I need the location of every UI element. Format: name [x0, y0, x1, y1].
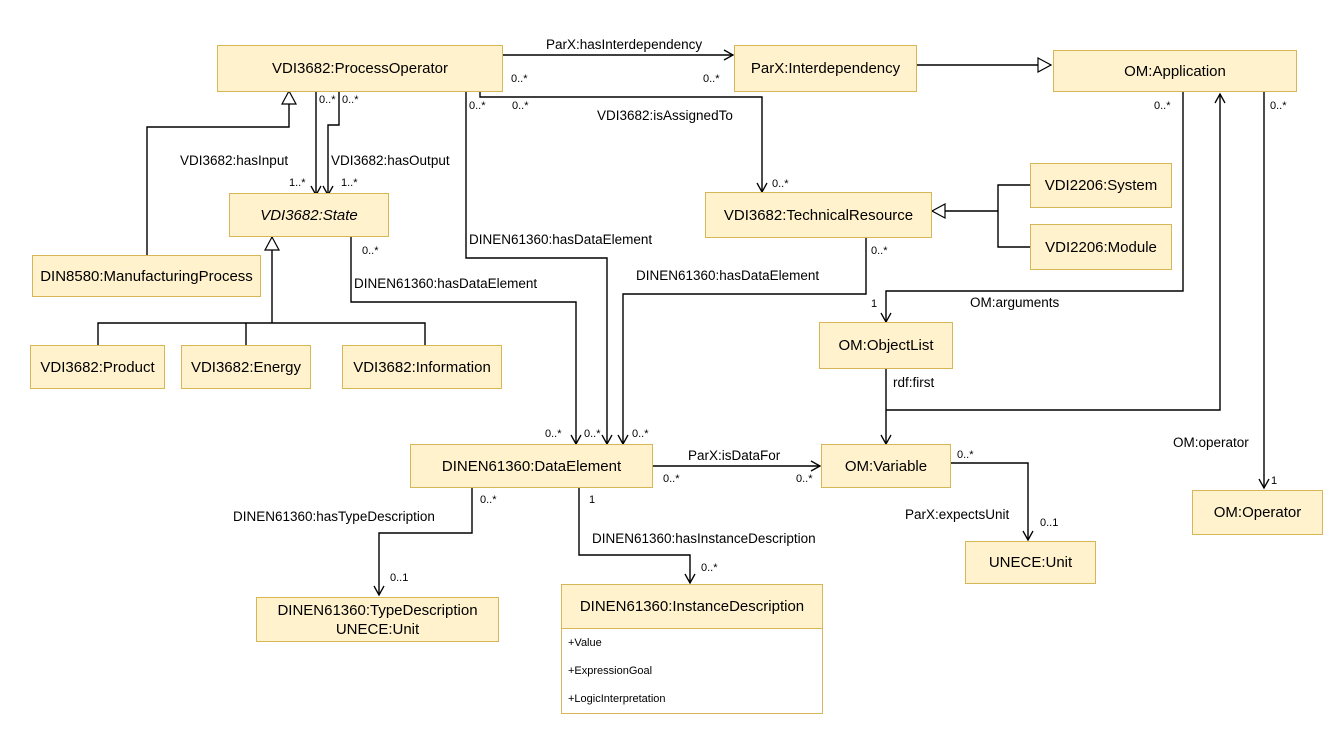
- mult-app-operator-src: 0..*: [1270, 100, 1287, 112]
- mult-po-input-src: 0..*: [319, 94, 336, 106]
- mult-data-in-3: 0..*: [632, 428, 649, 440]
- node-module[interactable]: VDI2206:Module: [1030, 224, 1172, 270]
- node-variable[interactable]: OM:Variable: [821, 444, 951, 488]
- node-operator[interactable]: OM:Operator: [1192, 490, 1323, 535]
- edge-po-has-data-element: [465, 92, 613, 446]
- mult-isdatafor-dst: 0..*: [796, 473, 813, 485]
- node-product-label: VDI3682:Product: [40, 358, 155, 376]
- attribute-expression-goal: +ExpressionGoal: [568, 665, 653, 677]
- node-type-description[interactable]: DINEN61360:TypeDescription UNECE:Unit: [256, 597, 499, 642]
- mult-state-data-src: 0..*: [362, 245, 379, 257]
- mult-app-args-src: 0..*: [1154, 100, 1171, 112]
- attribute-value: +Value: [568, 637, 602, 649]
- label-rdf-first: rdf:first: [893, 375, 935, 390]
- label-is-assigned-to: VDI3682:isAssignedTo: [597, 108, 733, 123]
- label-state-has-data-element: DINEN61360:hasDataElement: [354, 276, 538, 291]
- mult-data-in-2: 0..*: [584, 428, 601, 440]
- mult-data-in-1: 0..*: [545, 428, 562, 440]
- node-energy[interactable]: VDI3682:Energy: [181, 345, 311, 389]
- node-data-element[interactable]: DINEN61360:DataElement: [410, 444, 653, 488]
- edge-tr-subclasses-generalization: [932, 184, 1030, 248]
- node-type-description-text: DINEN61360:TypeDescription UNECE:Unit: [277, 601, 477, 639]
- mult-po-interdep-dst: 0..*: [703, 73, 720, 85]
- edge-is-assigned-to: [479, 92, 768, 194]
- node-state[interactable]: VDI3682:State: [229, 193, 389, 237]
- node-interdependency-label: ParX:Interdependency: [750, 60, 901, 77]
- node-data-element-label: DINEN61360:DataElement: [441, 457, 622, 475]
- node-instance-description-label: DINEN61360:InstanceDescription: [579, 598, 805, 615]
- node-variable-label: OM:Variable: [844, 457, 928, 475]
- mult-po-interdep-src: 0..*: [511, 73, 528, 85]
- label-expects-unit: ParX:expectsUnit: [905, 507, 1010, 522]
- node-unece-unit[interactable]: UNECE:Unit: [965, 541, 1096, 584]
- edge-state-subclasses-generalization: [97, 237, 426, 345]
- mult-po-data-src: 0..*: [469, 100, 486, 112]
- mult-output-dst: 1..*: [341, 177, 358, 189]
- label-arguments: OM:arguments: [970, 295, 1060, 310]
- node-system[interactable]: VDI2206:System: [1030, 163, 1172, 208]
- label-om-operator: OM:operator: [1173, 435, 1249, 450]
- mult-variable-unit-src: 0..*: [957, 449, 974, 461]
- attribute-logic-interpretation: +LogicInterpretation: [568, 693, 666, 705]
- mult-isdatafor-src: 0..*: [663, 473, 680, 485]
- mult-po-output-src: 0..*: [342, 94, 359, 106]
- mult-tr-data-src: 0..*: [871, 245, 888, 257]
- edge-expects-unit: [951, 462, 1034, 542]
- label-po-has-data-element: DINEN61360:hasDataElement: [469, 232, 653, 247]
- node-instance-description-header: DINEN61360:InstanceDescription: [562, 585, 822, 629]
- node-instance-description[interactable]: DINEN61360:InstanceDescription +Value +E…: [561, 584, 823, 714]
- node-module-label: VDI2206:Module: [1045, 238, 1157, 256]
- node-type-description-unit-label: UNECE:Unit: [335, 620, 420, 638]
- mult-inst-desc-dst: 0..*: [701, 562, 718, 574]
- mult-args-dst: 1: [871, 298, 878, 310]
- label-has-output: VDI3682:hasOutput: [331, 153, 450, 168]
- node-information-label: VDI3682:Information: [353, 358, 491, 376]
- node-process-operator-label: VDI3682:ProcessOperator: [272, 60, 448, 77]
- mult-type-desc-dst: 0..1: [390, 572, 409, 584]
- label-is-data-for: ParX:isDataFor: [688, 448, 781, 463]
- node-manufacturing-process-label: DIN8580:ManufacturingProcess: [40, 267, 253, 285]
- label-tr-has-data-element: DINEN61360:hasDataElement: [636, 268, 820, 283]
- edge-has-output: [322, 92, 340, 197]
- mult-type-desc-src: 0..*: [480, 494, 497, 506]
- edge-om-arguments: [880, 92, 1184, 324]
- node-type-description-label: DINEN61360:TypeDescription: [277, 601, 478, 619]
- node-information[interactable]: VDI3682:Information: [342, 345, 502, 389]
- node-unece-unit-label: UNECE:Unit: [988, 554, 1073, 571]
- edge-has-instance-description: [578, 488, 696, 585]
- edge-variable-to-application: [886, 92, 1226, 411]
- label-has-type-description: DINEN61360:hasTypeDescription: [233, 509, 435, 524]
- edge-manufacturing-process-generalization: [146, 89, 298, 255]
- mult-assigned-dst: 0..*: [772, 178, 789, 190]
- label-has-input: VDI3682:hasInput: [180, 153, 289, 168]
- node-manufacturing-process[interactable]: DIN8580:ManufacturingProcess: [32, 255, 261, 297]
- node-application[interactable]: OM:Application: [1053, 50, 1297, 92]
- node-system-label: VDI2206:System: [1044, 177, 1158, 194]
- node-technical-resource-label: VDI3682:TechnicalResource: [723, 206, 914, 224]
- mult-variable-unit-dst: 0..1: [1040, 517, 1059, 529]
- edge-state-has-data-element: [350, 237, 582, 446]
- edge-has-type-description: [373, 488, 473, 597]
- node-interdependency[interactable]: ParX:Interdependency: [734, 45, 917, 92]
- label-has-instance-description: DINEN61360:hasInstanceDescription: [592, 531, 816, 546]
- node-object-list[interactable]: OM:ObjectList: [819, 322, 953, 369]
- node-object-list-label: OM:ObjectList: [838, 337, 934, 354]
- node-technical-resource[interactable]: VDI3682:TechnicalResource: [705, 192, 932, 238]
- node-energy-label: VDI3682:Energy: [190, 358, 302, 376]
- node-process-operator[interactable]: VDI3682:ProcessOperator: [217, 45, 503, 92]
- node-product[interactable]: VDI3682:Product: [30, 345, 165, 389]
- label-has-interdependency: ParX:hasInterdependency: [546, 37, 703, 52]
- mult-po-assigned-src: 0..*: [512, 100, 529, 112]
- mult-inst-desc-src: 1: [589, 494, 596, 506]
- mult-operator-dst: 1: [1271, 475, 1278, 487]
- mult-input-dst: 1..*: [289, 177, 306, 189]
- node-state-label: VDI3682:State: [260, 206, 358, 224]
- node-application-label: OM:Application: [1124, 62, 1226, 80]
- node-operator-label: OM:Operator: [1213, 504, 1302, 521]
- edge-tr-has-data-element: [617, 238, 867, 446]
